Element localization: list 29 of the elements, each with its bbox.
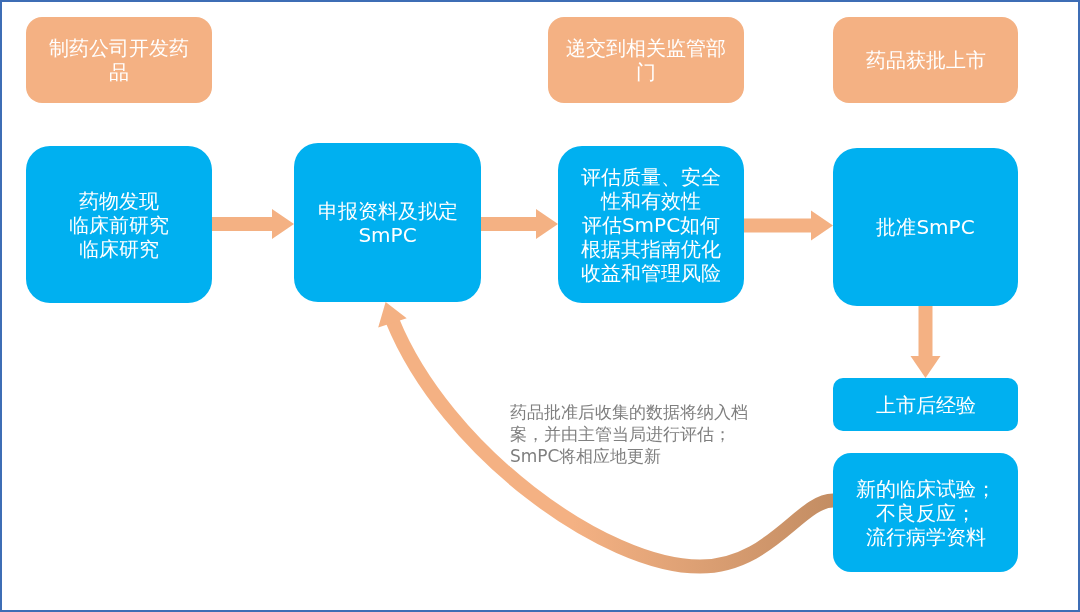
process-box [833,378,1018,431]
stage-box [548,17,744,103]
node-text: 药物发现 [78,188,160,213]
process-box [558,146,744,303]
arrow [212,209,294,239]
arrow [379,299,835,574]
stage-box [833,17,1018,103]
node-text: 新的临床试验； [854,476,997,501]
process-box [26,146,212,303]
node-text: 批准SmPC [875,215,976,239]
edge-label: 药品批准后收集的数据将纳入档案，并由主管当局进行评估；SmPC将相应地更新 [510,400,750,467]
process-box [294,143,481,302]
node-text: 流行病学资料 [864,524,987,549]
node-text: 药品获批上市 [864,48,987,72]
node-text: 申报资料及拟定SmPC [316,198,459,247]
arrow [910,306,941,378]
node-text: 不良反应； [874,500,977,525]
node-text: 制药公司开发药品 [48,36,190,84]
node-text: 临床前研究 [68,212,170,237]
node-text: 递交到相关监管部门 [565,36,727,84]
arrow [744,210,833,241]
node-text: 临床研究 [78,236,160,261]
node-text: 评估质量、安全性和有效性 [580,164,722,213]
process-box [833,453,1018,572]
stage-box [26,17,212,103]
node-text: 评估SmPC如何根据其指南优化收益和管理风险 [580,212,722,285]
arrow [481,209,558,239]
node-text: 上市后经验 [874,392,977,417]
process-box [833,148,1018,306]
